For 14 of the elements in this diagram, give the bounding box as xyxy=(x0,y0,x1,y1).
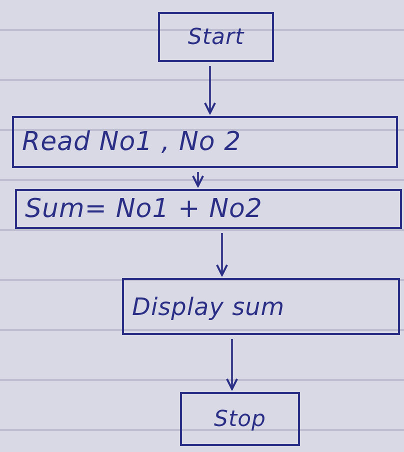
process-box xyxy=(122,278,400,335)
process-box xyxy=(12,116,398,168)
arrow xyxy=(216,233,228,276)
arrow xyxy=(192,172,204,187)
box-label: Display sum xyxy=(132,292,285,320)
process-box xyxy=(158,12,274,62)
box-label: Stop xyxy=(214,406,266,432)
process-box xyxy=(15,189,402,229)
process-box xyxy=(180,392,300,446)
arrow xyxy=(226,339,238,390)
arrow xyxy=(204,66,216,114)
box-label: Read No1 , No 2 xyxy=(22,127,242,157)
box-label: Start xyxy=(188,24,244,50)
box-label: Sum= No1 + No2 xyxy=(25,194,262,224)
